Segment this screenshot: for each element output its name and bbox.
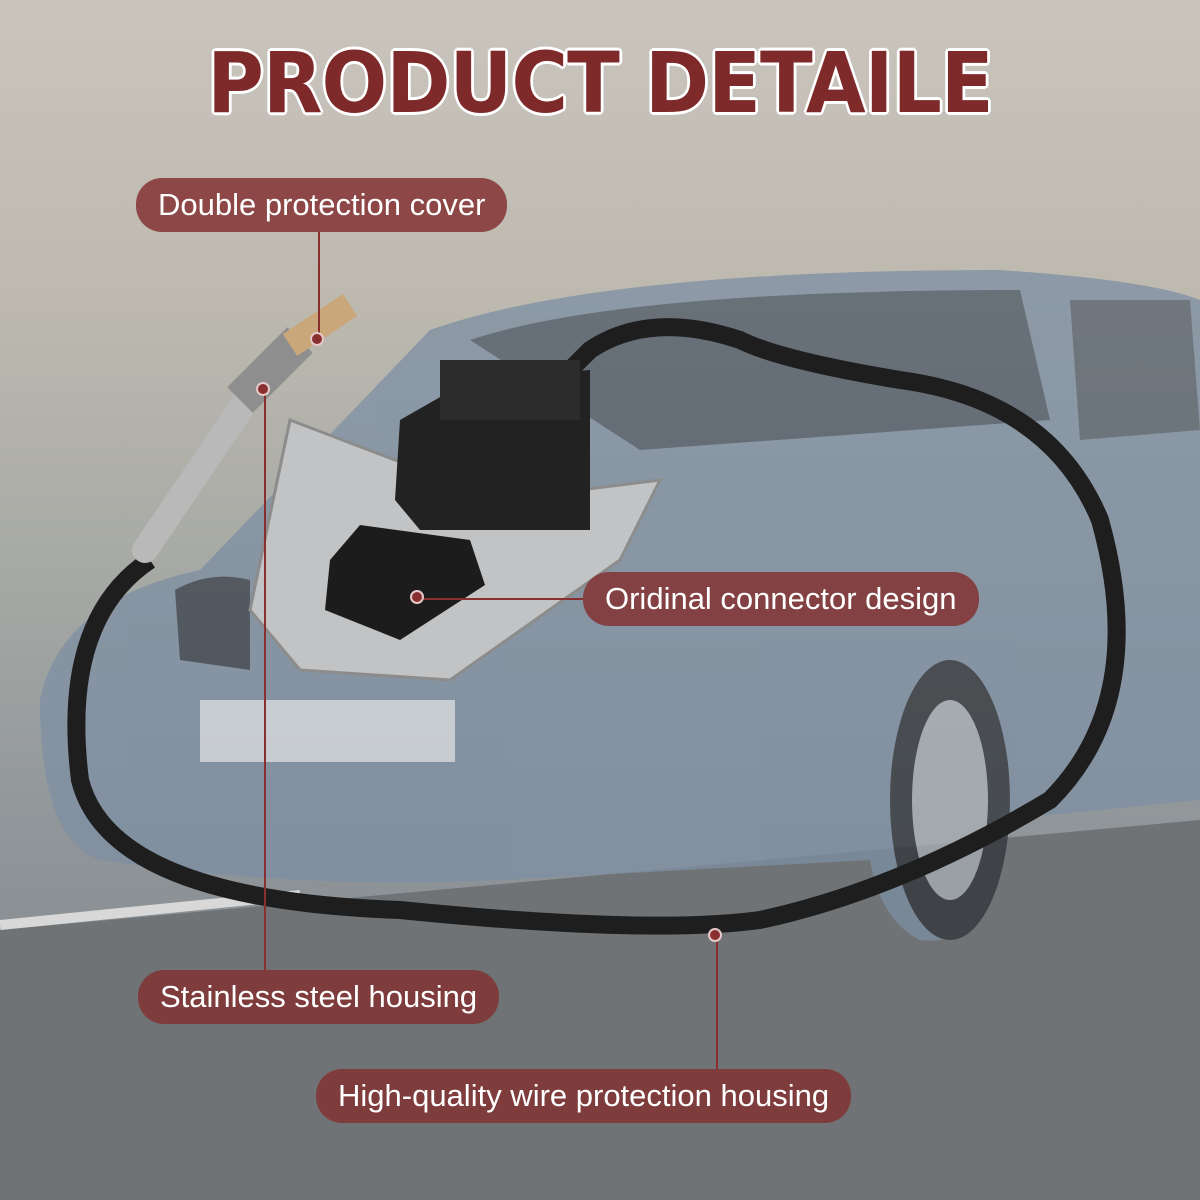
callout-dot xyxy=(410,590,424,604)
callout-double-protection-cover: Double protection cover xyxy=(136,178,508,232)
nox-sensor xyxy=(67,294,1126,935)
page-title: PRODUCT DETAILE xyxy=(207,34,993,132)
callout-line xyxy=(318,232,320,338)
callout-line xyxy=(418,598,583,600)
callout-line xyxy=(264,390,266,970)
callout-dot xyxy=(256,382,270,396)
callout-stainless-housing: Stainless steel housing xyxy=(138,970,500,1024)
callout-dot xyxy=(708,928,722,942)
callout-line xyxy=(716,936,718,1069)
callout-connector-design: Oridinal connector design xyxy=(583,572,979,626)
callout-dot xyxy=(310,332,324,346)
callout-wire-protection: High-quality wire protection housing xyxy=(316,1069,852,1123)
